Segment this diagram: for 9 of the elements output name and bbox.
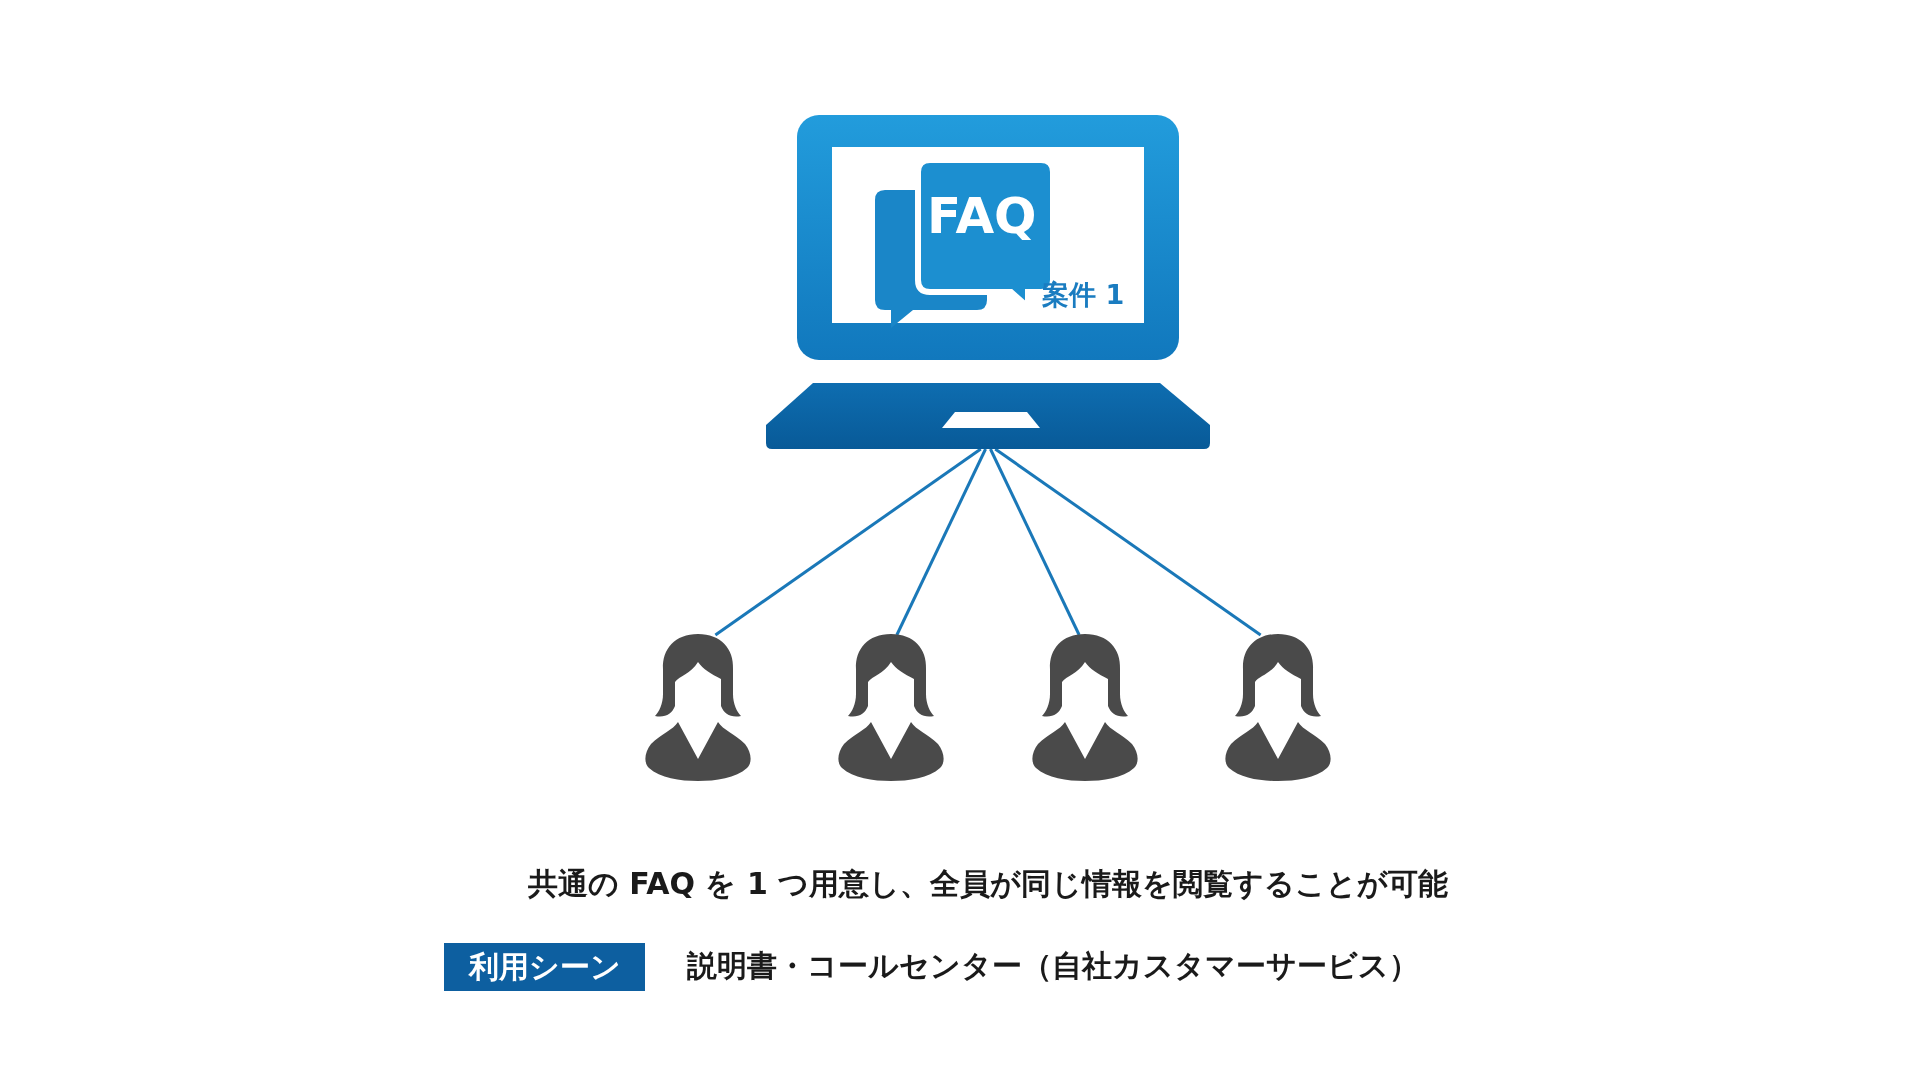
description-text: 共通の FAQ を 1 つ用意し、全員が同じ情報を閲覧することが可能 [527, 865, 1449, 903]
scene-tag: 利用シーン [444, 943, 645, 991]
connector-line [994, 447, 1262, 637]
connector-line [714, 447, 982, 637]
connector-line [989, 448, 1081, 636]
connector-line [895, 448, 987, 636]
case-label: 案件 1 [1042, 278, 1125, 312]
scene-text: 説明書・コールセンター（自社カスタマーサービス） [687, 947, 1419, 985]
faq-title: FAQ [927, 187, 1037, 245]
